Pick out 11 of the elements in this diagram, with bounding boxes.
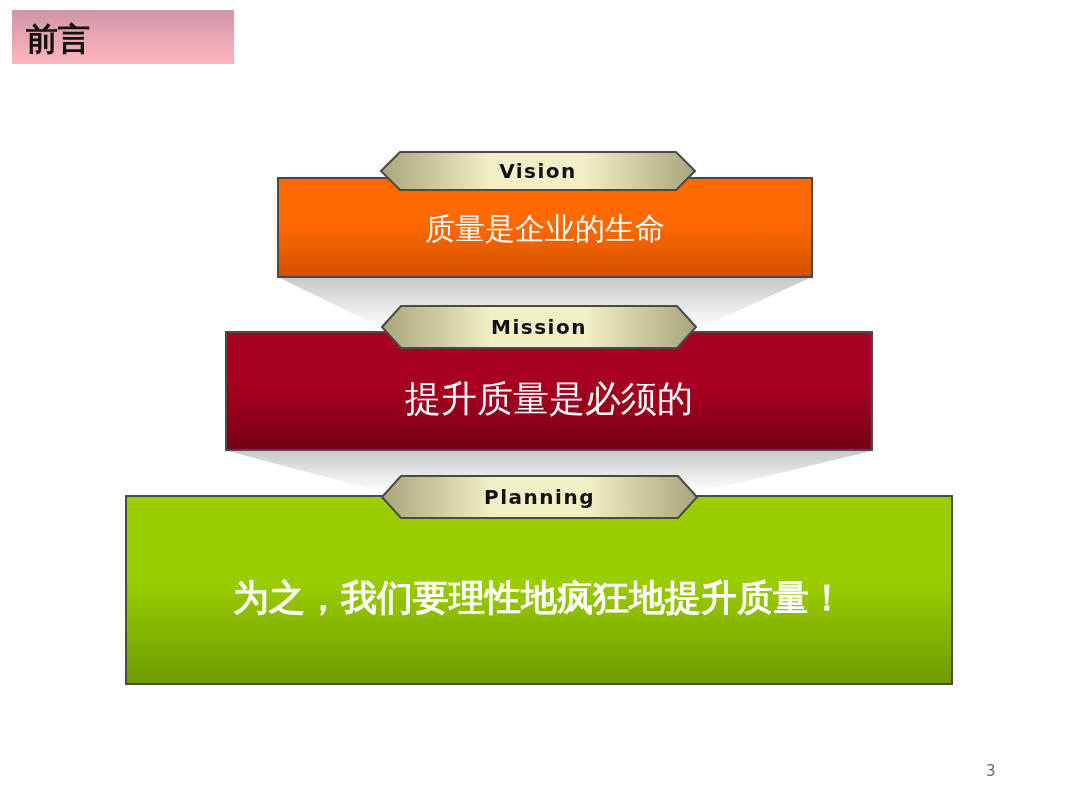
banner-text: 质量是企业的生命 (425, 210, 665, 248)
slide-title: 前言 (26, 19, 90, 60)
hexagon-tab (381, 305, 697, 349)
hexagon-tab (380, 151, 696, 191)
banner-text: 为之，我们要理性地疯狂地提升质量！ (233, 575, 845, 620)
tab-label: Mission (491, 315, 587, 339)
hexagon-tab (381, 475, 698, 519)
tab-label: Planning (484, 485, 595, 509)
banner-text: 提升质量是必须的 (405, 376, 693, 421)
page-number: 3 (986, 762, 996, 780)
tab-label: Vision (499, 159, 577, 183)
